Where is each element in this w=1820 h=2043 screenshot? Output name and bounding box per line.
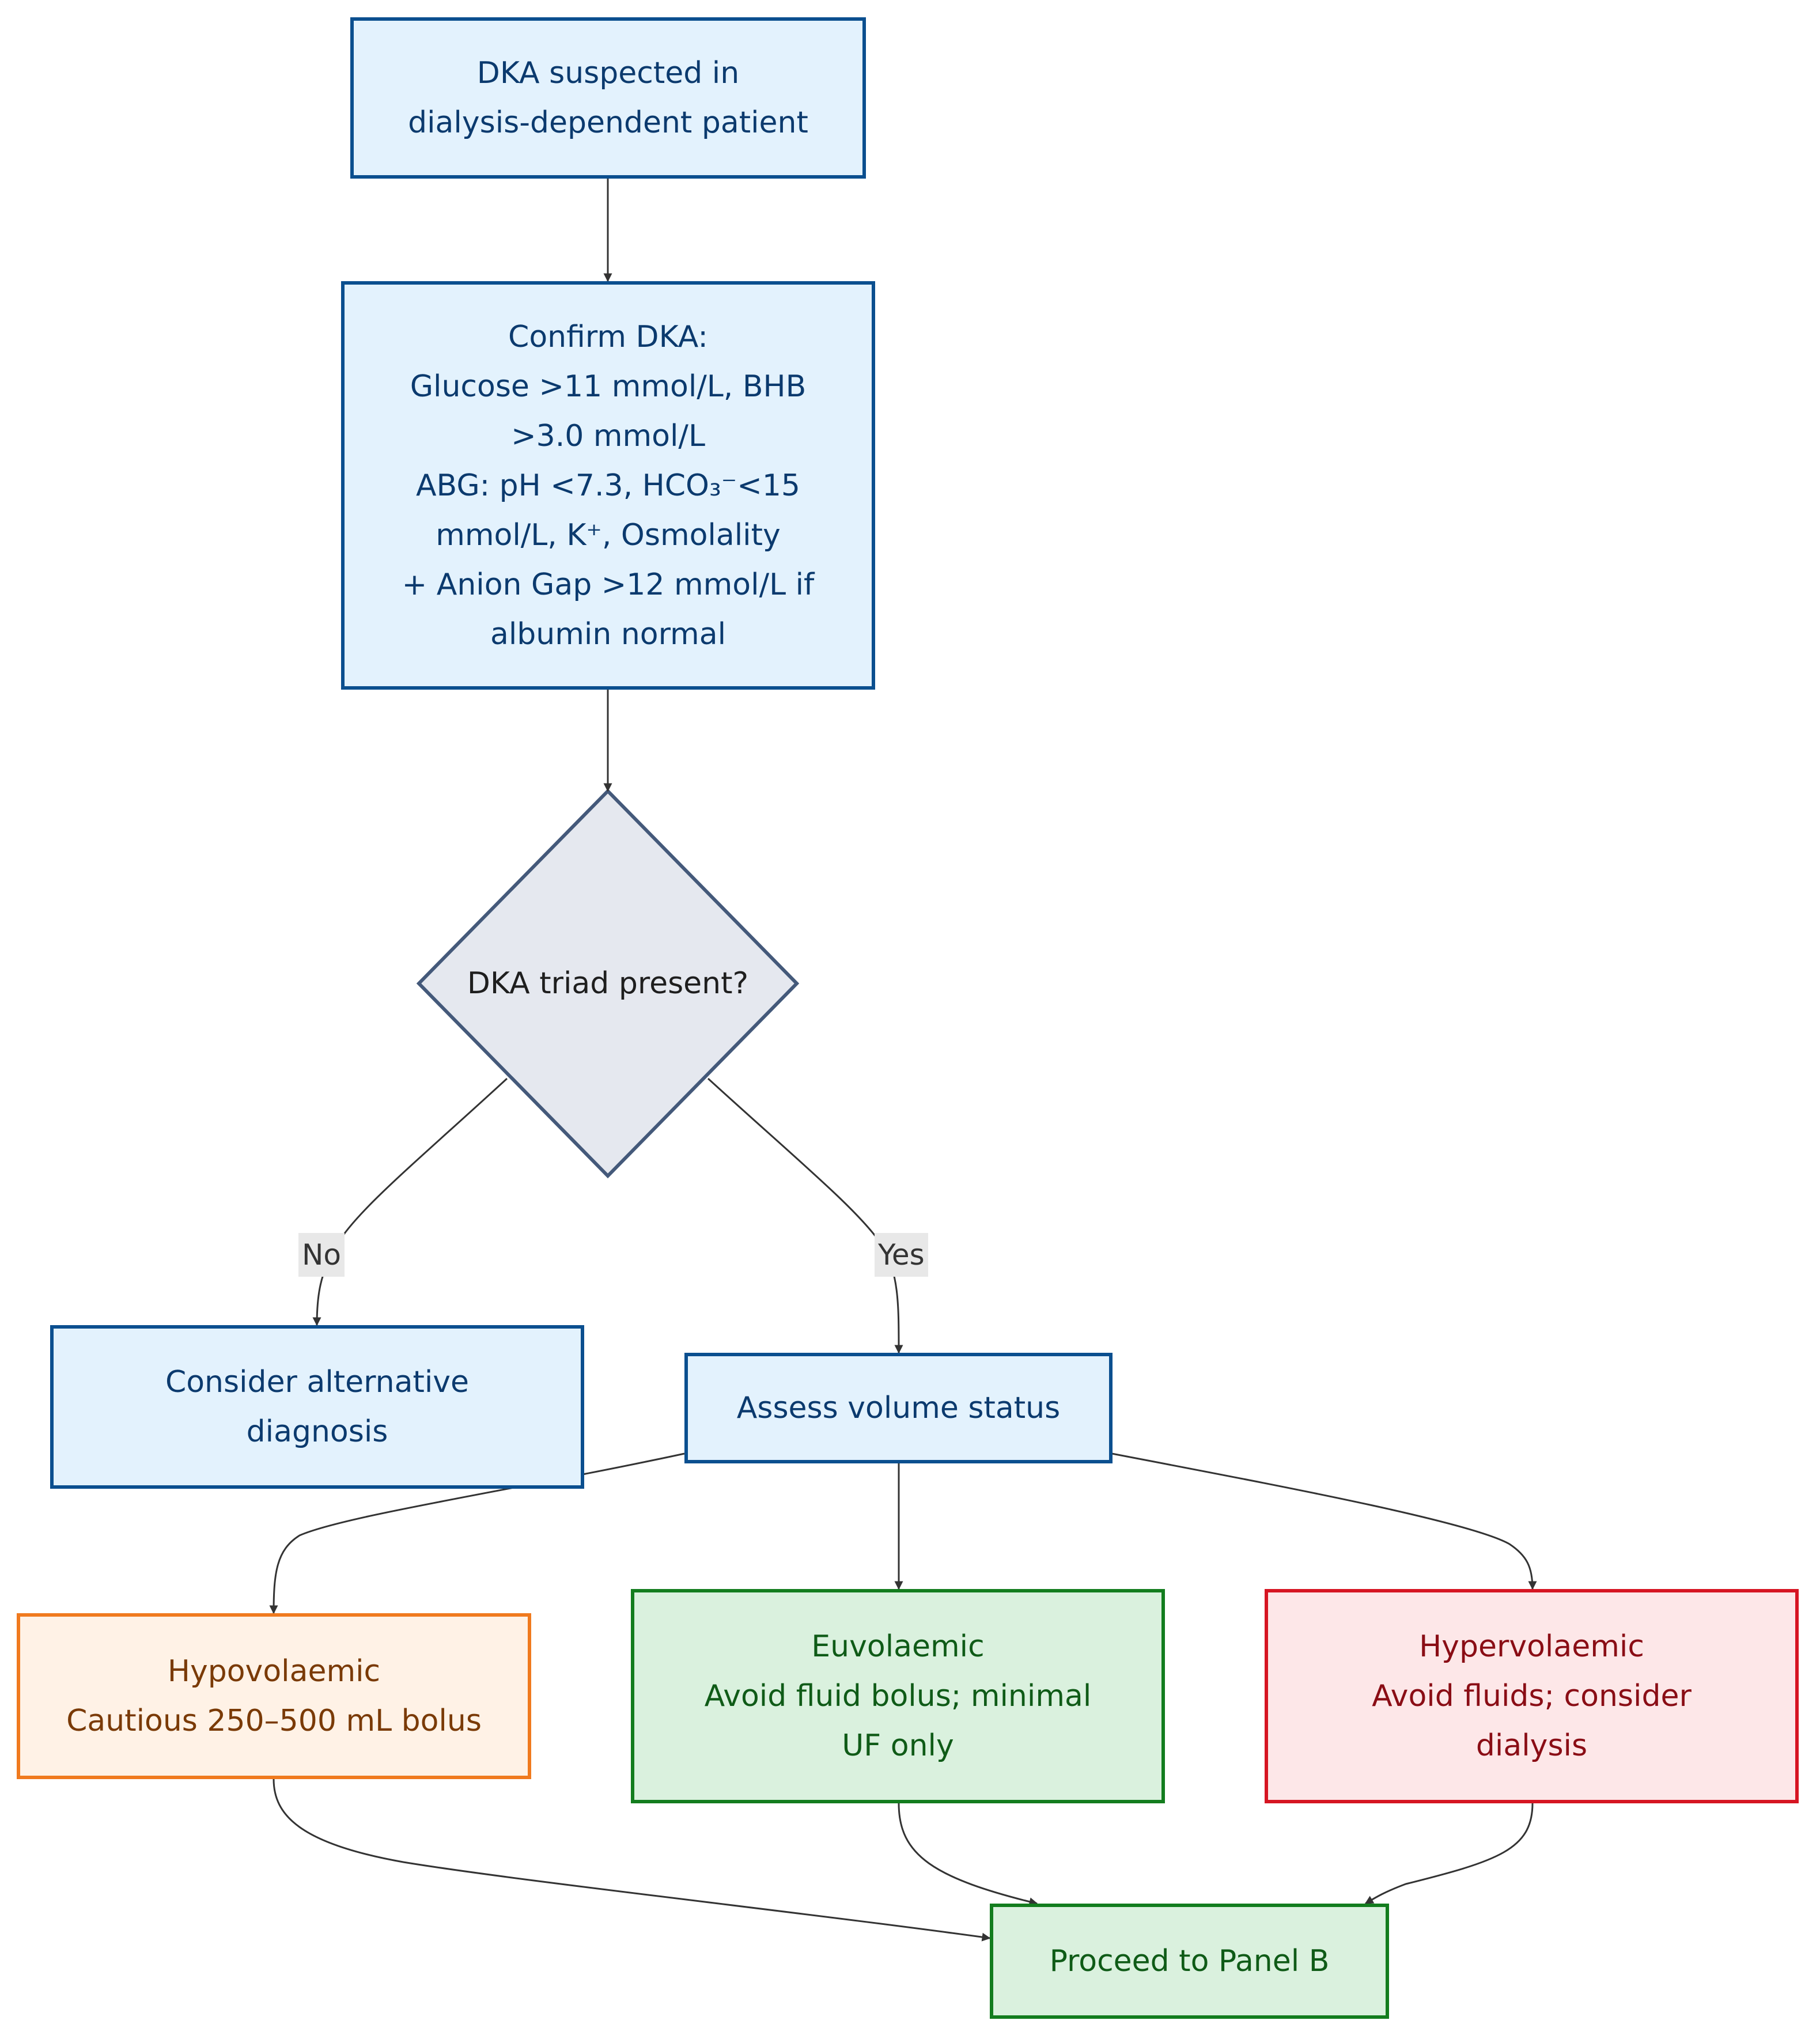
node-line: mmol/L, K⁺, Osmolality <box>436 517 781 553</box>
edge-label-yes: Yes <box>875 1233 928 1277</box>
edge-eu-to-panel <box>898 1803 1038 1906</box>
decision-label: DKA triad present? <box>467 966 749 1001</box>
node-line: Avoid fluids; consider <box>1372 1679 1692 1713</box>
decision-diamond <box>416 788 800 1179</box>
node-line: Hypovolaemic <box>167 1654 381 1689</box>
node-proceed-panel-b: Proceed to Panel B <box>990 1904 1389 2019</box>
edge-triad-to-alternative <box>312 1077 508 1326</box>
node-line: diagnosis <box>246 1414 388 1449</box>
node-line: Euvolaemic <box>811 1629 985 1664</box>
node-line: + Anion Gap >12 mmol/L if <box>402 567 815 602</box>
node-line: DKA suspected in <box>476 56 740 90</box>
node-line: Avoid fluid bolus; minimal <box>704 1679 1092 1713</box>
node-line: Cautious 250–500 mL bolus <box>66 1704 482 1738</box>
node-line: dialysis-dependent patient <box>408 105 808 140</box>
node-hypovolaemic: Hypovolaemic Cautious 250–500 mL bolus <box>17 1613 531 1779</box>
edge-assess-to-hyper <box>1111 1452 1537 1590</box>
node-line: Glucose >11 mmol/L, BHB <box>410 369 807 404</box>
node-confirm-dka: Confirm DKA: Glucose >11 mmol/L, BHB >3.… <box>341 281 875 690</box>
edge-hypo-to-panel <box>273 1779 991 1942</box>
node-line: Assess volume status <box>736 1391 1061 1425</box>
node-dka-suspected: DKA suspected in dialysis-dependent pati… <box>350 17 866 179</box>
node-line: albumin normal <box>490 616 727 652</box>
node-line: Proceed to Panel B <box>1049 1944 1330 1978</box>
edge-label-no: No <box>298 1233 345 1277</box>
node-line: >3.0 mmol/L <box>511 418 705 453</box>
node-euvolaemic: Euvolaemic Avoid fluid bolus; minimal UF… <box>631 1589 1165 1803</box>
edge-triad-to-assess <box>707 1077 903 1354</box>
node-line: Hypervolaemic <box>1419 1629 1644 1664</box>
node-line: Consider alternative <box>165 1365 470 1399</box>
node-line: Confirm DKA: <box>508 319 708 354</box>
node-assess-volume: Assess volume status <box>684 1353 1113 1463</box>
node-line: dialysis <box>1475 1728 1588 1763</box>
node-line: UF only <box>842 1728 954 1763</box>
edge-hyper-to-panel <box>1364 1803 1534 1905</box>
node-alternative-diagnosis: Consider alternative diagnosis <box>50 1325 584 1489</box>
node-hypervolaemic: Hypervolaemic Avoid fluids; consider dia… <box>1265 1589 1799 1803</box>
node-line: ABG: pH <7.3, HCO₃⁻<15 <box>415 468 800 503</box>
